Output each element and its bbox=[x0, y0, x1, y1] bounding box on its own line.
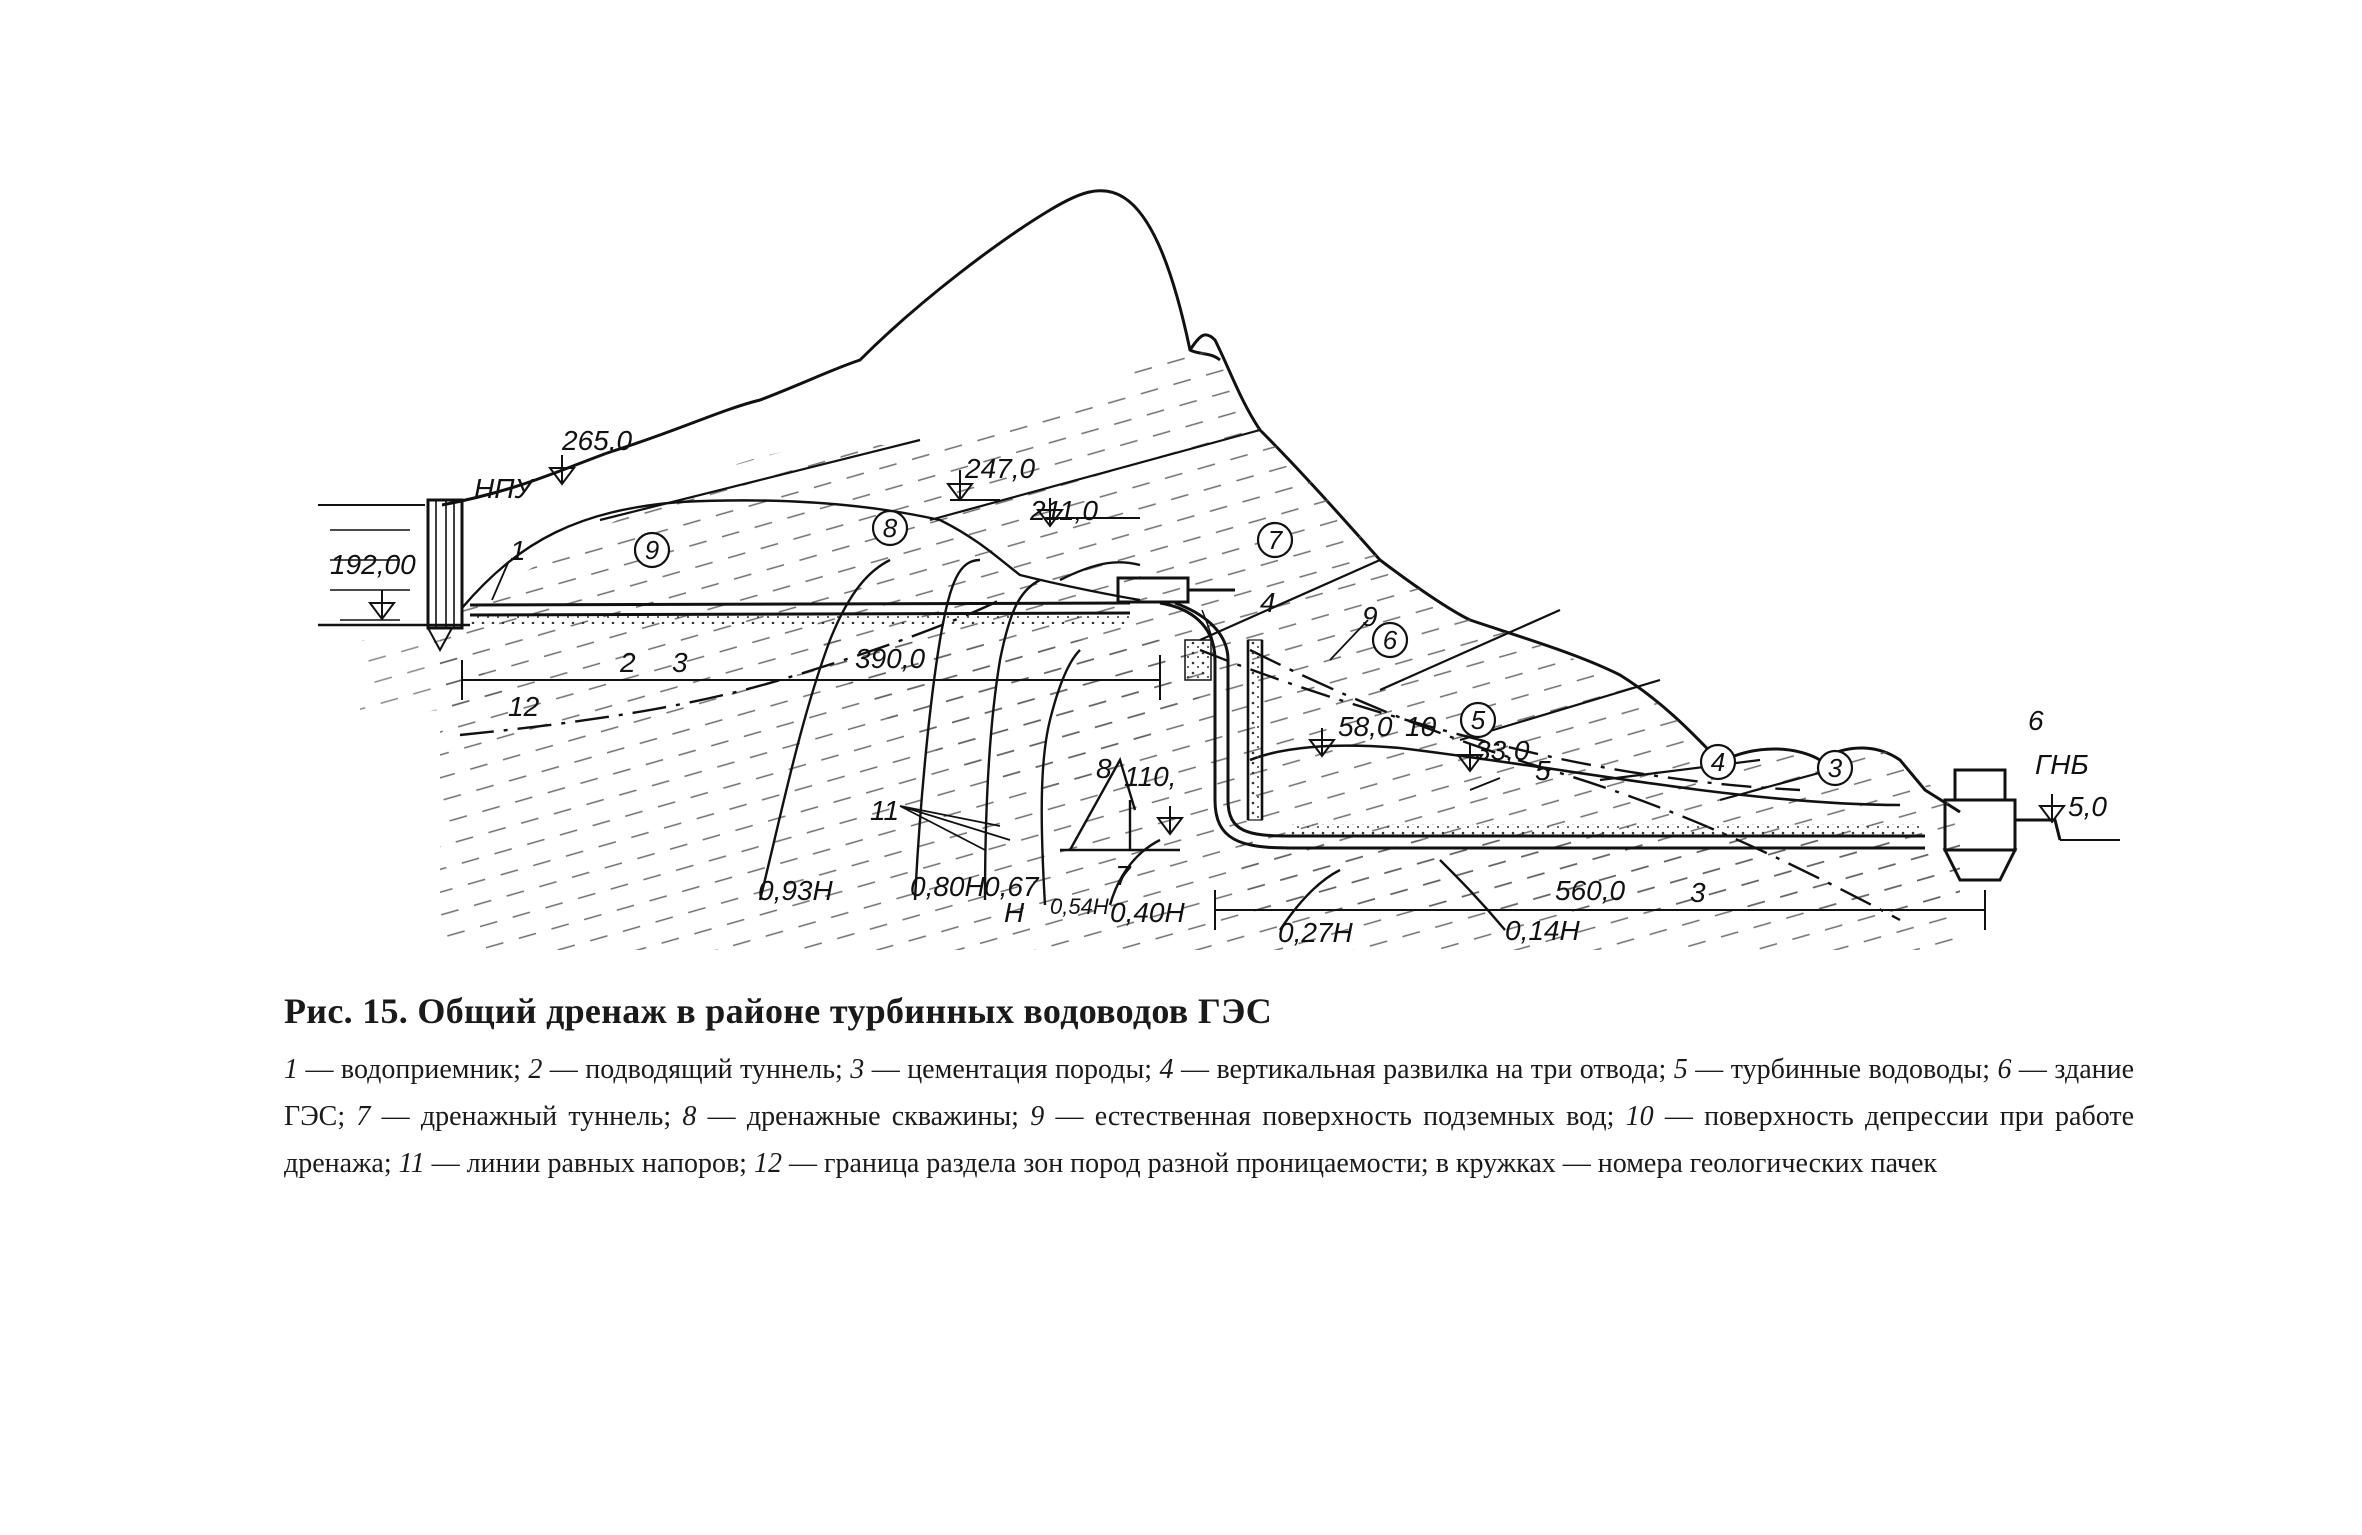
layer-number-9: 9 bbox=[645, 535, 659, 565]
elev-5-label: 5,0 bbox=[2068, 791, 2107, 822]
legend-text-10: — поверхность депрессии при работе дрена… bbox=[284, 1101, 2134, 1179]
head-067-unit: Н bbox=[1004, 897, 1025, 928]
power-house bbox=[1942, 768, 2120, 882]
legend-number-2: 2 bbox=[528, 1054, 543, 1085]
legend-number-8: 8 bbox=[682, 1101, 697, 1132]
dimension-lines bbox=[461, 499, 1986, 930]
layer-number-6: 6 bbox=[1383, 625, 1398, 655]
legend-number-9: 9 bbox=[1030, 1101, 1045, 1132]
legend-number-10: 10 bbox=[1625, 1101, 1654, 1132]
legend-text-6: — здание ГЭС; bbox=[284, 1054, 2135, 1132]
layer-number-3: 3 bbox=[1828, 753, 1843, 783]
elev-33-label: 33,0 bbox=[1475, 735, 1530, 766]
legend-number-12: 12 bbox=[753, 1148, 782, 1179]
legend-text-4: — вертикальная развилка на три отвода; bbox=[1173, 1054, 1674, 1085]
legend-number-7: 7 bbox=[356, 1101, 371, 1132]
layer-number-4: 4 bbox=[1711, 747, 1725, 777]
reservoir bbox=[318, 504, 470, 627]
depression-surface bbox=[1249, 744, 1901, 807]
head-027-label: 0,27Н bbox=[1278, 917, 1353, 948]
legend-text-8: — дренажные скважины; bbox=[696, 1101, 1031, 1132]
elev-247-label: 247,0 bbox=[964, 453, 1035, 484]
caption-title: Рис. 15. Общий дренаж в районе турбинных… bbox=[284, 991, 1273, 1031]
label-10: 10 bbox=[1405, 711, 1437, 742]
equal-head-lines bbox=[758, 558, 1506, 931]
head-040-label: 0,40Н bbox=[1110, 897, 1185, 928]
layer-circle-8 bbox=[871, 509, 909, 547]
layer-circle-5 bbox=[1459, 701, 1497, 739]
layer-number-5: 5 bbox=[1471, 705, 1486, 735]
legend-text-5: — турбинные водоводы; bbox=[1687, 1054, 1998, 1085]
dist-560-label: 560,0 bbox=[1555, 875, 1625, 906]
legend-suffix: в кружках — номера геологических пачек bbox=[1435, 1148, 1938, 1179]
geologic-layer-numbers: 9 8 7 6 5 4 3 bbox=[633, 509, 1854, 787]
legend-text-11: — линии равных напоров; bbox=[424, 1148, 754, 1179]
label-12: 12 bbox=[508, 691, 540, 722]
supply-tunnel bbox=[469, 601, 1131, 624]
layer-circle-9 bbox=[633, 531, 671, 569]
leader-lines bbox=[491, 562, 1501, 851]
label-5: 5 bbox=[1535, 755, 1551, 786]
elev-110-label: 110, bbox=[1124, 761, 1176, 792]
water-intake-structure bbox=[426, 498, 464, 653]
legend-number-5: 5 bbox=[1673, 1054, 1688, 1085]
label-3-penstock: 3 bbox=[1690, 877, 1706, 908]
figure-caption: Рис. 15. Общий дренаж в районе турбинных… bbox=[284, 990, 2134, 1187]
elev-192-label: 192,00 bbox=[330, 549, 416, 580]
head-093-label: 0,93Н bbox=[758, 875, 833, 906]
vertical-fork-structure bbox=[1116, 576, 1925, 850]
layer-circle-6 bbox=[1371, 621, 1409, 659]
elev-211-label: 211,0 bbox=[1029, 495, 1098, 526]
head-080-label: 0,80Н bbox=[910, 871, 985, 902]
label-3-tunnel: 3 bbox=[672, 647, 688, 678]
legend-text-9: — естественная поверхность подземных вод… bbox=[1044, 1101, 1626, 1132]
legend-text-1: — водоприемник; bbox=[298, 1054, 529, 1085]
legend-number-3: 3 bbox=[850, 1054, 865, 1085]
legend-text-7: — дренажный туннель; bbox=[370, 1101, 683, 1132]
caption-legend: 1 — водоприемник; 2 — подводящий туннель… bbox=[284, 1046, 2134, 1187]
layer-circle-7 bbox=[1256, 521, 1294, 559]
legend-number-11: 11 bbox=[398, 1148, 425, 1179]
groundwater-surface bbox=[461, 499, 1801, 792]
label-11: 11 bbox=[870, 795, 899, 826]
head-054-label: 0,54Н bbox=[1050, 894, 1109, 919]
legend-text-3: — цементация породы; bbox=[864, 1054, 1160, 1085]
npu-label: НПУ bbox=[474, 473, 536, 504]
geologic-boundaries bbox=[599, 428, 1831, 802]
layer-number-8: 8 bbox=[883, 513, 898, 543]
label-8: 8 bbox=[1096, 753, 1112, 784]
label-6: 6 bbox=[2028, 705, 2044, 736]
penstock-bedding bbox=[1290, 824, 1920, 836]
permeability-boundary bbox=[459, 598, 1901, 922]
legend-number-6: 6 bbox=[1997, 1054, 2012, 1085]
label-2: 2 bbox=[619, 647, 636, 678]
layer-number-7: 7 bbox=[1268, 525, 1284, 555]
label-9: 9 bbox=[1362, 601, 1378, 632]
layer-circle-3 bbox=[1816, 749, 1854, 787]
head-014-label: 0,14Н bbox=[1505, 915, 1580, 946]
legend-number-4: 4 bbox=[1159, 1054, 1174, 1085]
layer-circle-4 bbox=[1699, 743, 1737, 781]
elev-265-label: 265,0 bbox=[561, 425, 632, 456]
label-7: 7 bbox=[1115, 860, 1132, 891]
legend-text-2: — подводящий туннель; bbox=[542, 1054, 851, 1085]
legend-number-1: 1 bbox=[284, 1054, 298, 1085]
head-067-label: 0,67 bbox=[984, 871, 1040, 902]
elev-58-label: 58,0 bbox=[1338, 711, 1393, 742]
drainage-tunnel bbox=[1246, 639, 1264, 821]
dist-390-label: 390,0 bbox=[855, 643, 925, 674]
label-4: 4 bbox=[1260, 587, 1276, 618]
gnb-label: ГНБ bbox=[2035, 749, 2089, 780]
legend-text-12: — граница раздела зон пород разной прони… bbox=[781, 1148, 1436, 1179]
drainage-borehole-detail bbox=[1060, 756, 1180, 852]
label-1: 1 bbox=[510, 535, 526, 566]
elevation-markers bbox=[368, 455, 2066, 836]
